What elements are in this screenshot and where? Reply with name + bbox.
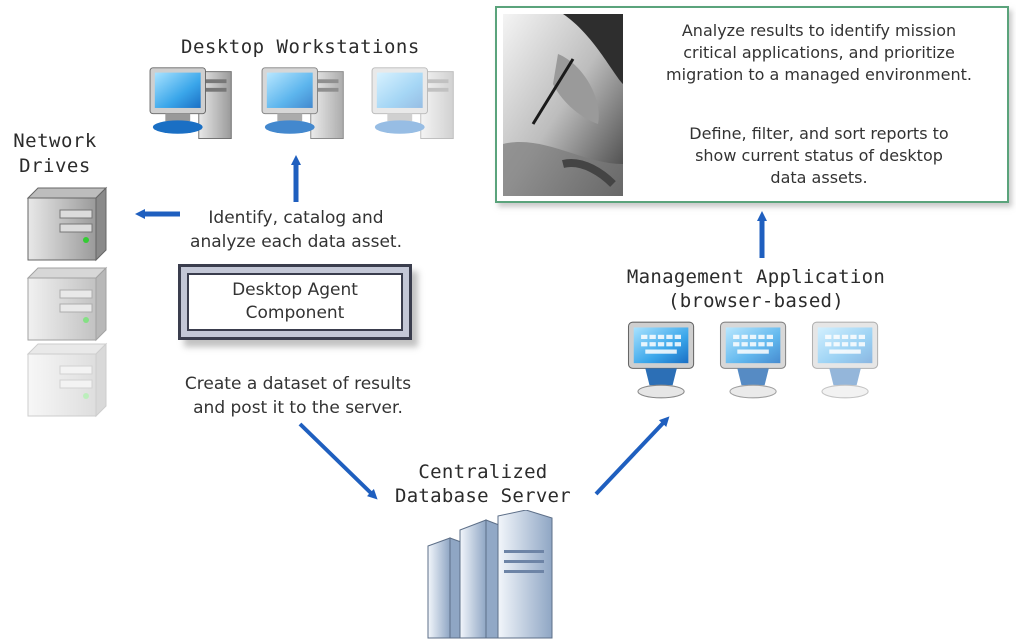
management-application-title: Management Application (browser-based) [606,265,906,313]
info-p1-line1: Analyze results to identify mission [681,21,957,40]
network-drives-title-line1: Network [13,130,97,152]
info-p2-line1: Define, filter, and sort reports to [689,124,949,143]
info-p1-line2: critical applications, and prioritize [683,43,955,62]
identify-catalog-text: Identify, catalog and analyze each data … [172,206,420,254]
info-paragraph-1: Analyze results to identify mission crit… [633,20,1005,86]
info-p1-line3: migration to a managed environment. [666,65,972,84]
agent-line1: Desktop Agent [232,280,358,300]
desktop-agent-label: Desktop Agent Component [187,273,403,331]
arrow-to-database [298,422,378,500]
analysis-info-box: Analyze results to identify mission crit… [495,6,1009,203]
desktop-workstations-title: Desktop Workstations [181,36,420,58]
network-drives-title: Network Drives [9,129,101,179]
identify-text-line2: analyze each data asset. [190,232,402,252]
arrow-to-management [594,416,670,496]
info-p2-line3: data assets. [770,168,868,187]
identify-text-line1: Identify, catalog and [208,208,384,228]
db-title-line1: Centralized [418,461,548,483]
mgmt-title-line2: (browser-based) [667,290,845,312]
create-text-line1: Create a dataset of results [184,374,412,394]
agent-line2: Component [245,303,345,323]
hand-writing-photo [503,14,623,196]
server-icon [427,510,553,639]
db-title-line2: Database Server [394,485,572,507]
create-text-line2: and post it to the server. [193,398,403,418]
mgmt-title-line1: Management Application [626,266,886,288]
create-dataset-text: Create a dataset of results and post it … [158,372,438,420]
network-drives-title-line2: Drives [19,155,91,177]
database-server-title: Centralized Database Server [393,460,573,508]
info-paragraph-2: Define, filter, and sort reports to show… [633,123,1005,189]
info-p2-line2: show current status of desktop [695,146,943,165]
desktop-agent-box: Desktop Agent Component [178,264,412,340]
